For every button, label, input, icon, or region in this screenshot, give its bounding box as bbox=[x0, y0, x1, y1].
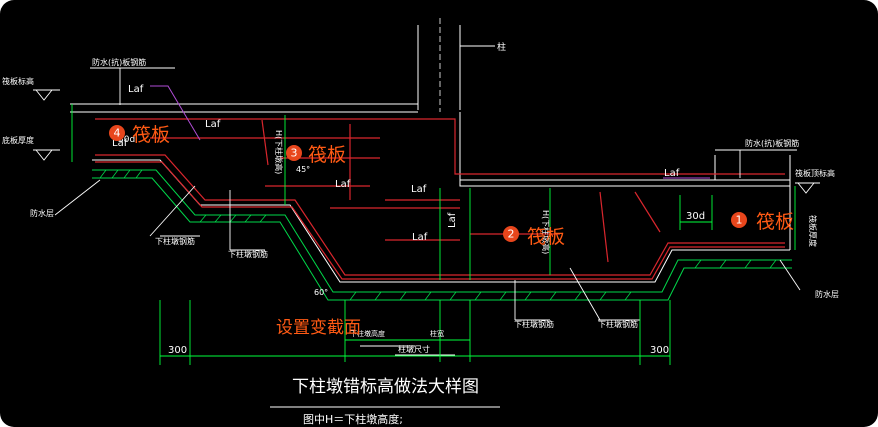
column-label: 柱 bbox=[497, 41, 506, 53]
laf-label-4: Laf bbox=[411, 184, 427, 195]
rebars bbox=[95, 118, 785, 280]
pier-rebar-label-2: 下柱墩钢筋 bbox=[228, 249, 268, 259]
raft-number-1: 1 bbox=[736, 214, 743, 227]
pier-rebar-label-1: 下柱墩钢筋 bbox=[155, 236, 195, 246]
laf-label-7: Laf bbox=[664, 168, 680, 179]
waterproof-label-right: 防水层 bbox=[815, 289, 839, 299]
raft-marker-1: 1 bbox=[731, 212, 747, 228]
column-width-label: 柱宽 bbox=[430, 329, 444, 338]
bent-bars bbox=[150, 85, 710, 179]
raft-label-3: 筏板 bbox=[308, 144, 346, 166]
raft-label-1: 筏板 bbox=[756, 211, 794, 233]
raft-label-2: 筏板 bbox=[527, 226, 565, 248]
raft-marker-4: 4 bbox=[109, 125, 125, 141]
drawing-subtitle: 图中H＝下柱墩高度; bbox=[303, 412, 403, 426]
laf-label-2: Laf bbox=[205, 119, 221, 130]
raft-marker-2: 2 bbox=[503, 226, 519, 242]
laf-label-3: Laf bbox=[335, 179, 351, 190]
laf-label-8: Laf bbox=[112, 138, 128, 149]
dim-30d-label: 30d bbox=[686, 211, 705, 222]
dim-300-left: 300 bbox=[168, 345, 187, 356]
raft-number-3: 3 bbox=[291, 147, 298, 160]
pier-rebar-label-4: 下柱墩钢筋 bbox=[598, 319, 638, 329]
h-label-right: H(下柱墩高) bbox=[541, 210, 551, 254]
raft-number-4: 4 bbox=[114, 127, 121, 140]
right-rebar-label: 防水(抗)板钢筋 bbox=[745, 138, 799, 148]
raft-marker-3: 3 bbox=[286, 145, 302, 161]
laf-label-6: Laf bbox=[447, 212, 458, 228]
pier-size-label: 柱墩尺寸 bbox=[398, 344, 430, 354]
drawing-title: 下柱墩错标高做法大样图 bbox=[292, 377, 479, 397]
right-thickness-label: 筏板厚度 bbox=[808, 215, 818, 247]
column bbox=[417, 18, 495, 112]
dimension-lines bbox=[71, 104, 796, 365]
dim-30d-left-label: 30d bbox=[118, 135, 135, 145]
angle-45-label: 45° bbox=[296, 165, 310, 174]
section-change-note: 设置变截面 bbox=[276, 318, 361, 338]
left-thickness-label: 底板厚度 bbox=[2, 135, 34, 145]
elevation-markers bbox=[35, 89, 815, 194]
left-raft-slab bbox=[70, 103, 791, 283]
raft-number-2: 2 bbox=[508, 228, 515, 241]
pier-rebar-label-3: 下柱墩钢筋 bbox=[514, 319, 554, 329]
waterproof-label-left: 防水层 bbox=[30, 208, 54, 218]
hatch-marks bbox=[99, 169, 777, 301]
dim-300-right: 300 bbox=[650, 345, 669, 356]
pier-top-width-label: 下柱墩高度 bbox=[350, 329, 385, 338]
laf-label-1: Laf bbox=[128, 84, 144, 95]
angle-60-label: 60° bbox=[314, 288, 328, 297]
left-rebar-label: 防水(抗)板钢筋 bbox=[92, 57, 146, 67]
right-elevation-label: 筏板顶标高 bbox=[795, 168, 835, 178]
waterproof-layer bbox=[92, 169, 792, 301]
raft-label-4: 筏板 bbox=[132, 124, 170, 146]
left-elevation-label: 筏板标高 bbox=[2, 76, 34, 86]
h-label-left: H(下柱墩高) bbox=[274, 130, 284, 174]
laf-label-5: Laf bbox=[412, 232, 428, 243]
